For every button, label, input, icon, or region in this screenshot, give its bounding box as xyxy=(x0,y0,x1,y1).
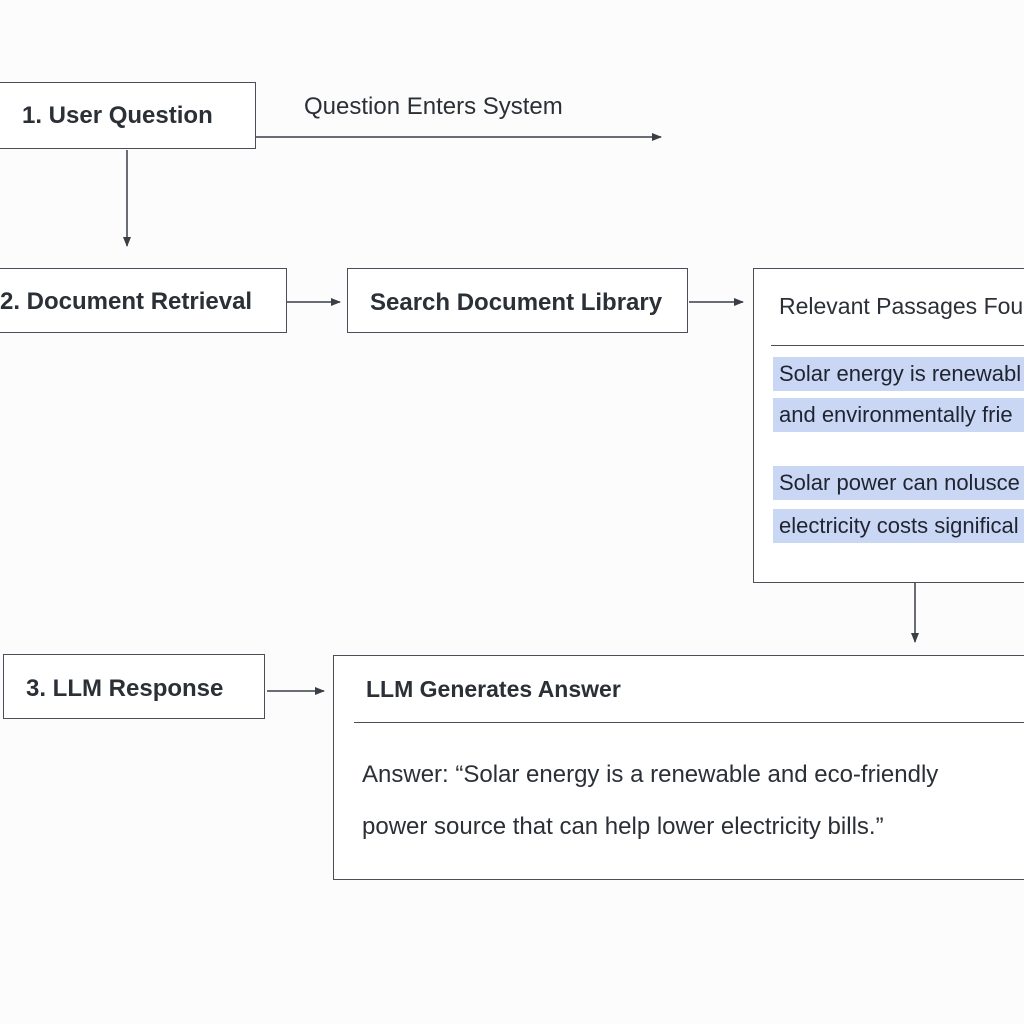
passage-line: Solar energy is renewabl xyxy=(773,357,1024,391)
document-retrieval-label: 2. Document Retrieval xyxy=(0,288,253,315)
flow-label: Question Enters System xyxy=(304,93,563,120)
search-library-box: Search Document Library xyxy=(347,268,688,333)
llm-response-box: 3. LLM Response xyxy=(3,654,265,719)
passage-line: Solar power can nolusce xyxy=(773,466,1024,500)
passage-line: electricity costs significal xyxy=(773,509,1024,543)
passage-line: and environmentally frie xyxy=(773,398,1024,432)
document-retrieval-box: 2. Document Retrieval xyxy=(0,268,287,333)
answer-text-line: Answer: “Solar energy is a renewable and… xyxy=(362,761,939,788)
answer-divider xyxy=(354,722,1024,723)
answer-text-line: power source that can help lower electri… xyxy=(362,813,884,840)
user-question-box: 1. User Question xyxy=(0,82,256,149)
llm-answer-title: LLM Generates Answer xyxy=(366,676,621,702)
passages-divider xyxy=(771,345,1024,346)
passages-title: Relevant Passages Fou xyxy=(779,293,1024,319)
relevant-passages-box: Relevant Passages Fou Solar energy is re… xyxy=(753,268,1024,583)
user-question-label: 1. User Question xyxy=(22,102,213,129)
search-library-label: Search Document Library xyxy=(370,289,663,316)
llm-response-label: 3. LLM Response xyxy=(26,675,224,702)
llm-answer-box: LLM Generates Answer Answer: “Solar ener… xyxy=(333,655,1024,880)
